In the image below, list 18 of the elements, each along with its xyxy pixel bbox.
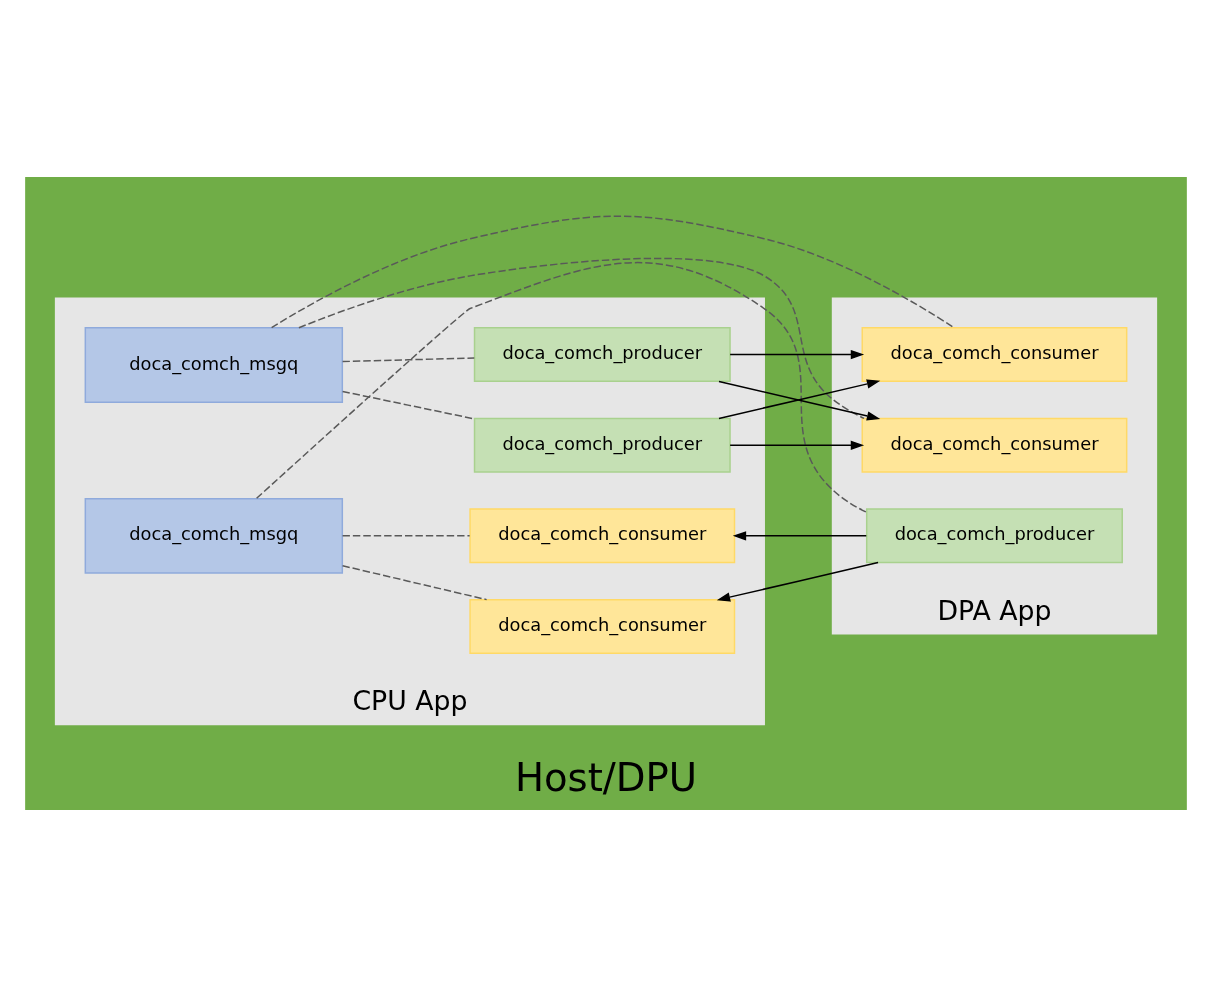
connector <box>298 257 865 419</box>
node-box: doca_comch_producer <box>473 326 731 382</box>
connector <box>341 534 471 537</box>
node-box: doca_comch_producer <box>473 417 731 473</box>
node-box: doca_comch_msgq <box>84 497 344 574</box>
arrow <box>716 561 879 602</box>
node-box: doca_comch_consumer <box>861 417 1128 473</box>
connector <box>255 261 868 513</box>
node-box: doca_comch_consumer <box>469 507 736 563</box>
connector <box>341 564 488 600</box>
node-box: doca_comch_consumer <box>861 326 1128 382</box>
arrow <box>732 530 868 541</box>
arrow <box>729 349 865 359</box>
arrow <box>729 440 865 450</box>
node-box: doca_comch_msgq <box>84 326 344 403</box>
node-box: doca_comch_consumer <box>469 598 736 654</box>
connector <box>341 356 476 362</box>
node-box: doca_comch_producer <box>865 507 1123 563</box>
